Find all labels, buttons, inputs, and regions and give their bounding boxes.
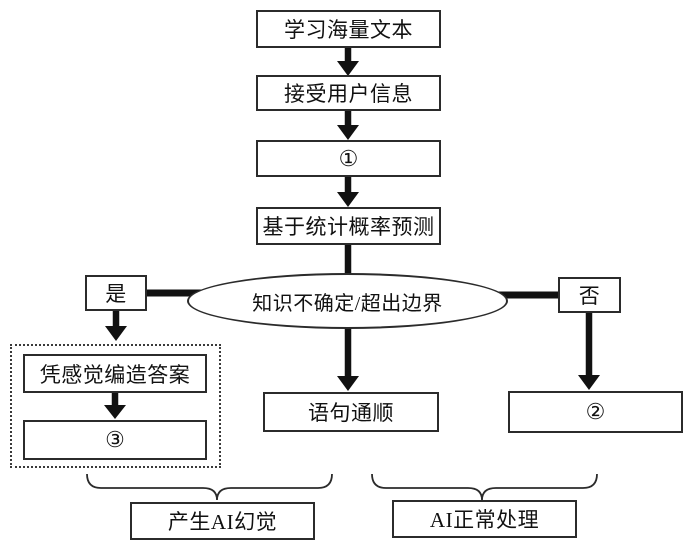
node-statistical-prediction: 基于统计概率预测 xyxy=(256,207,441,245)
node-yes: 是 xyxy=(85,275,147,311)
node-learn-text: 学习海量文本 xyxy=(256,10,441,48)
brace-left-icon xyxy=(86,473,333,501)
brace-right-icon xyxy=(371,473,598,501)
node-blank-step-3: ③ xyxy=(23,420,207,460)
hallucination-dashed-group xyxy=(10,344,221,468)
node-blank-step-2: ② xyxy=(508,391,683,433)
arrow-down-icon xyxy=(337,47,359,76)
arrow-down-icon xyxy=(104,392,126,419)
arrow-down-icon xyxy=(337,326,359,391)
node-fabricate-answer: 凭感觉编造答案 xyxy=(23,354,207,393)
arrow-down-icon xyxy=(578,312,600,390)
node-decision-knowledge-uncertain: 知识不确定/超出边界 xyxy=(187,273,508,329)
node-blank-step-1: ① xyxy=(256,140,441,177)
node-no: 否 xyxy=(558,277,621,313)
label-ai-hallucination: 产生AI幻觉 xyxy=(130,502,315,540)
arrow-down-icon xyxy=(337,110,359,140)
arrow-down-icon xyxy=(337,176,359,207)
node-fluent-sentence: 语句通顺 xyxy=(263,392,439,432)
node-receive-user-info: 接受用户信息 xyxy=(256,75,441,111)
arrow-down-icon xyxy=(105,310,127,341)
label-ai-normal-processing: AI正常处理 xyxy=(392,500,577,538)
